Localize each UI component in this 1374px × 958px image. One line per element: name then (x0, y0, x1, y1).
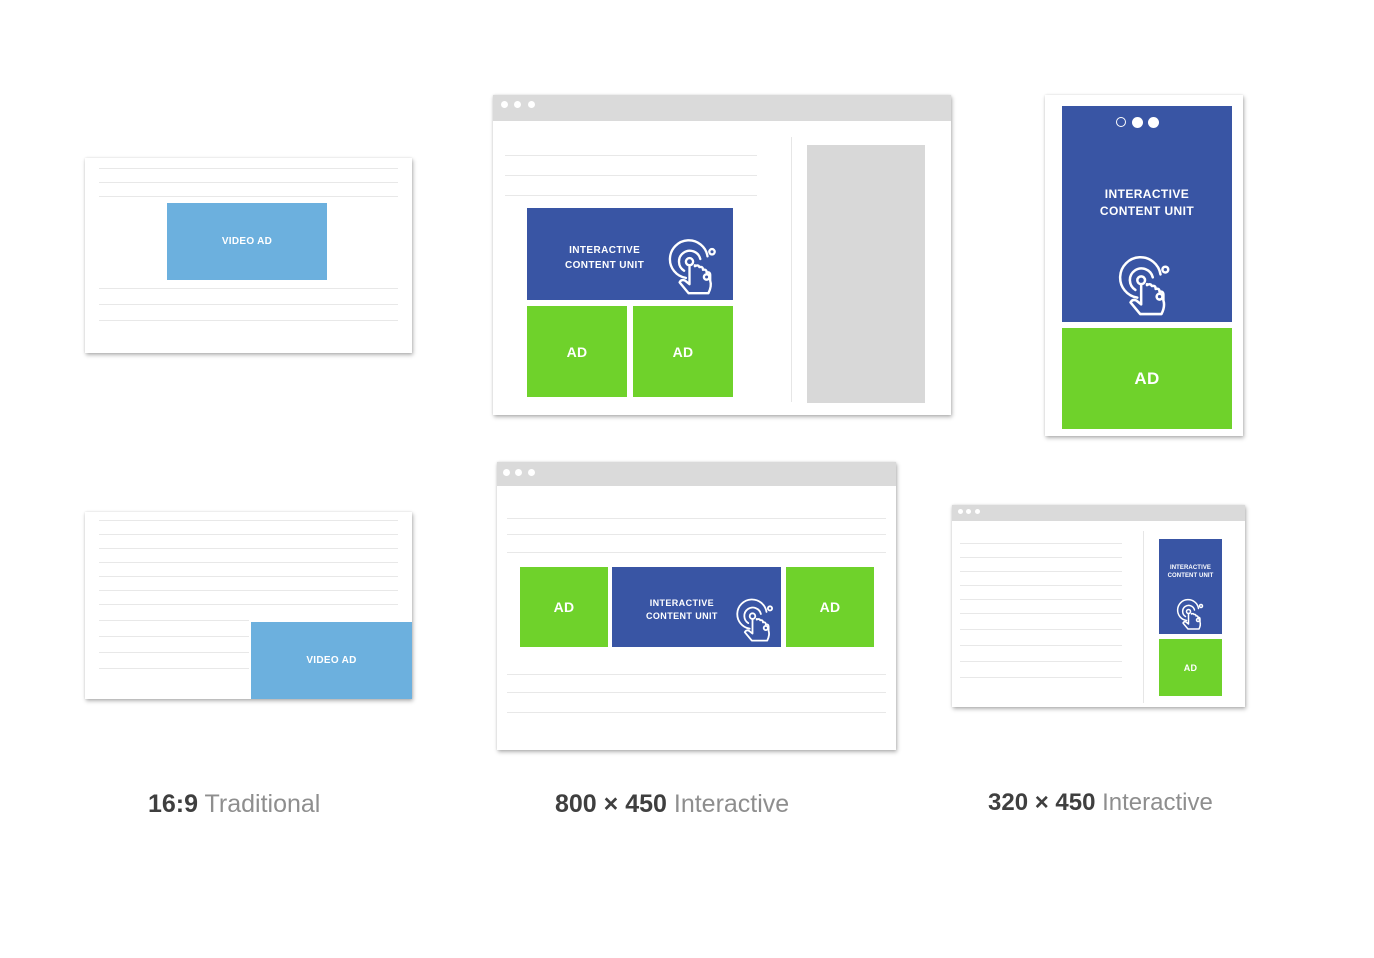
window-dot (501, 101, 508, 108)
content-line (99, 604, 398, 605)
content-line (99, 576, 398, 577)
icu-label-line1: INTERACTIVE (1169, 565, 1212, 571)
browser-title-bar (952, 505, 1245, 521)
hand-tap-icon (736, 598, 774, 642)
window-dot (514, 101, 521, 108)
interactive-content-unit: INTERACTIVE CONTENT UNIT (612, 567, 781, 647)
content-line (99, 562, 398, 563)
hand-tap-icon (1118, 256, 1170, 316)
icu-label: INTERACTIVE CONTENT UNIT (565, 244, 644, 273)
ad-block: AD (1159, 639, 1222, 696)
column-divider (791, 137, 792, 402)
content-line (960, 613, 1122, 614)
content-line (99, 548, 398, 549)
mobile-interactive-mockup: INTERACTIVE CONTENT UNIT AD (1045, 95, 1243, 436)
content-line (505, 155, 757, 156)
traditional-video-mockup-bottom: VIDEO AD (85, 512, 412, 699)
content-line (99, 320, 398, 321)
content-line (99, 520, 398, 521)
content-line (99, 182, 398, 183)
caption-kind: Interactive (1102, 789, 1213, 816)
content-line (960, 677, 1122, 678)
icu-label: INTERACTIVE CONTENT UNIT (1159, 564, 1222, 581)
content-line (960, 543, 1122, 544)
content-line (960, 661, 1122, 662)
content-line (960, 585, 1122, 586)
window-dot (958, 509, 963, 514)
column-divider (1143, 531, 1144, 703)
content-line (99, 534, 398, 535)
content-line (507, 518, 886, 519)
content-line (960, 571, 1122, 572)
icu-label-line2: CONTENT UNIT (1167, 573, 1214, 580)
content-line (507, 534, 886, 535)
icu-label-line1: INTERACTIVE (569, 245, 641, 256)
window-dot (528, 469, 535, 476)
caption-kind: Interactive (673, 790, 790, 818)
desktop-interactive-mockup-inline: AD INTERACTIVE CONTENT UNIT AD (497, 462, 896, 750)
caption-size: 16:9 (148, 790, 199, 818)
content-line (507, 552, 886, 553)
content-line (99, 168, 398, 169)
content-line (960, 599, 1122, 600)
video-ad-block: VIDEO AD (167, 203, 327, 280)
hand-tap-icon (1176, 598, 1204, 630)
ad-block: AD (633, 306, 733, 397)
caption-traditional: 16:9 Traditional (148, 790, 320, 819)
ad-block: AD (786, 567, 874, 647)
icu-label-line1: INTERACTIVE (1104, 187, 1190, 201)
icu-label-line2: CONTENT UNIT (646, 611, 718, 622)
window-dot (966, 509, 971, 514)
browser-title-bar (497, 462, 896, 486)
content-line (99, 636, 249, 637)
hand-tap-icon (668, 239, 716, 295)
ad-block: AD (520, 567, 608, 647)
content-line (99, 620, 249, 621)
content-line (99, 288, 398, 289)
window-dot (503, 469, 510, 476)
content-line (960, 645, 1122, 646)
video-ad-block: VIDEO AD (251, 622, 412, 699)
ad-block: AD (1062, 328, 1232, 429)
content-line (99, 196, 398, 197)
content-line (99, 590, 398, 591)
browser-title-bar (493, 95, 951, 121)
content-line (960, 557, 1122, 558)
content-line (960, 629, 1122, 630)
interactive-content-unit: INTERACTIVE CONTENT UNIT (1159, 539, 1222, 634)
content-line (505, 195, 757, 196)
interactive-content-unit: INTERACTIVE CONTENT UNIT (1062, 106, 1232, 322)
icu-label-line2: CONTENT UNIT (565, 259, 645, 271)
caption-size: 800 × 450 (555, 790, 667, 818)
content-line (507, 674, 886, 675)
window-dot (515, 469, 522, 476)
caption-kind: Traditional (204, 790, 321, 818)
caption-320x450: 320 × 450 Interactive (988, 789, 1213, 817)
content-line (505, 175, 757, 176)
content-line (507, 712, 886, 713)
content-line (99, 668, 249, 669)
sidebar-placeholder (807, 145, 925, 403)
caption-800x450: 800 × 450 Interactive (555, 790, 789, 819)
caption-size: 320 × 450 (988, 789, 1096, 816)
content-line (507, 692, 886, 693)
icu-label-line1: INTERACTIVE (649, 598, 715, 608)
window-dot (528, 101, 535, 108)
content-line (99, 652, 249, 653)
carousel-dot-empty (1116, 117, 1126, 127)
content-line (99, 304, 398, 305)
icu-label: INTERACTIVE CONTENT UNIT (646, 597, 718, 623)
icu-label: INTERACTIVE CONTENT UNIT (1062, 186, 1232, 221)
window-dot (975, 509, 980, 514)
carousel-dot-filled (1132, 117, 1143, 128)
icu-label-line2: CONTENT UNIT (1099, 204, 1195, 219)
carousel-dot-filled (1148, 117, 1159, 128)
ad-block: AD (527, 306, 627, 397)
desktop-small-interactive-mockup: INTERACTIVE CONTENT UNIT AD (952, 505, 1245, 707)
desktop-interactive-mockup-sidebar: INTERACTIVE CONTENT UNIT AD AD (493, 95, 951, 415)
interactive-content-unit: INTERACTIVE CONTENT UNIT (527, 208, 733, 300)
traditional-video-mockup-top: VIDEO AD (85, 158, 412, 353)
